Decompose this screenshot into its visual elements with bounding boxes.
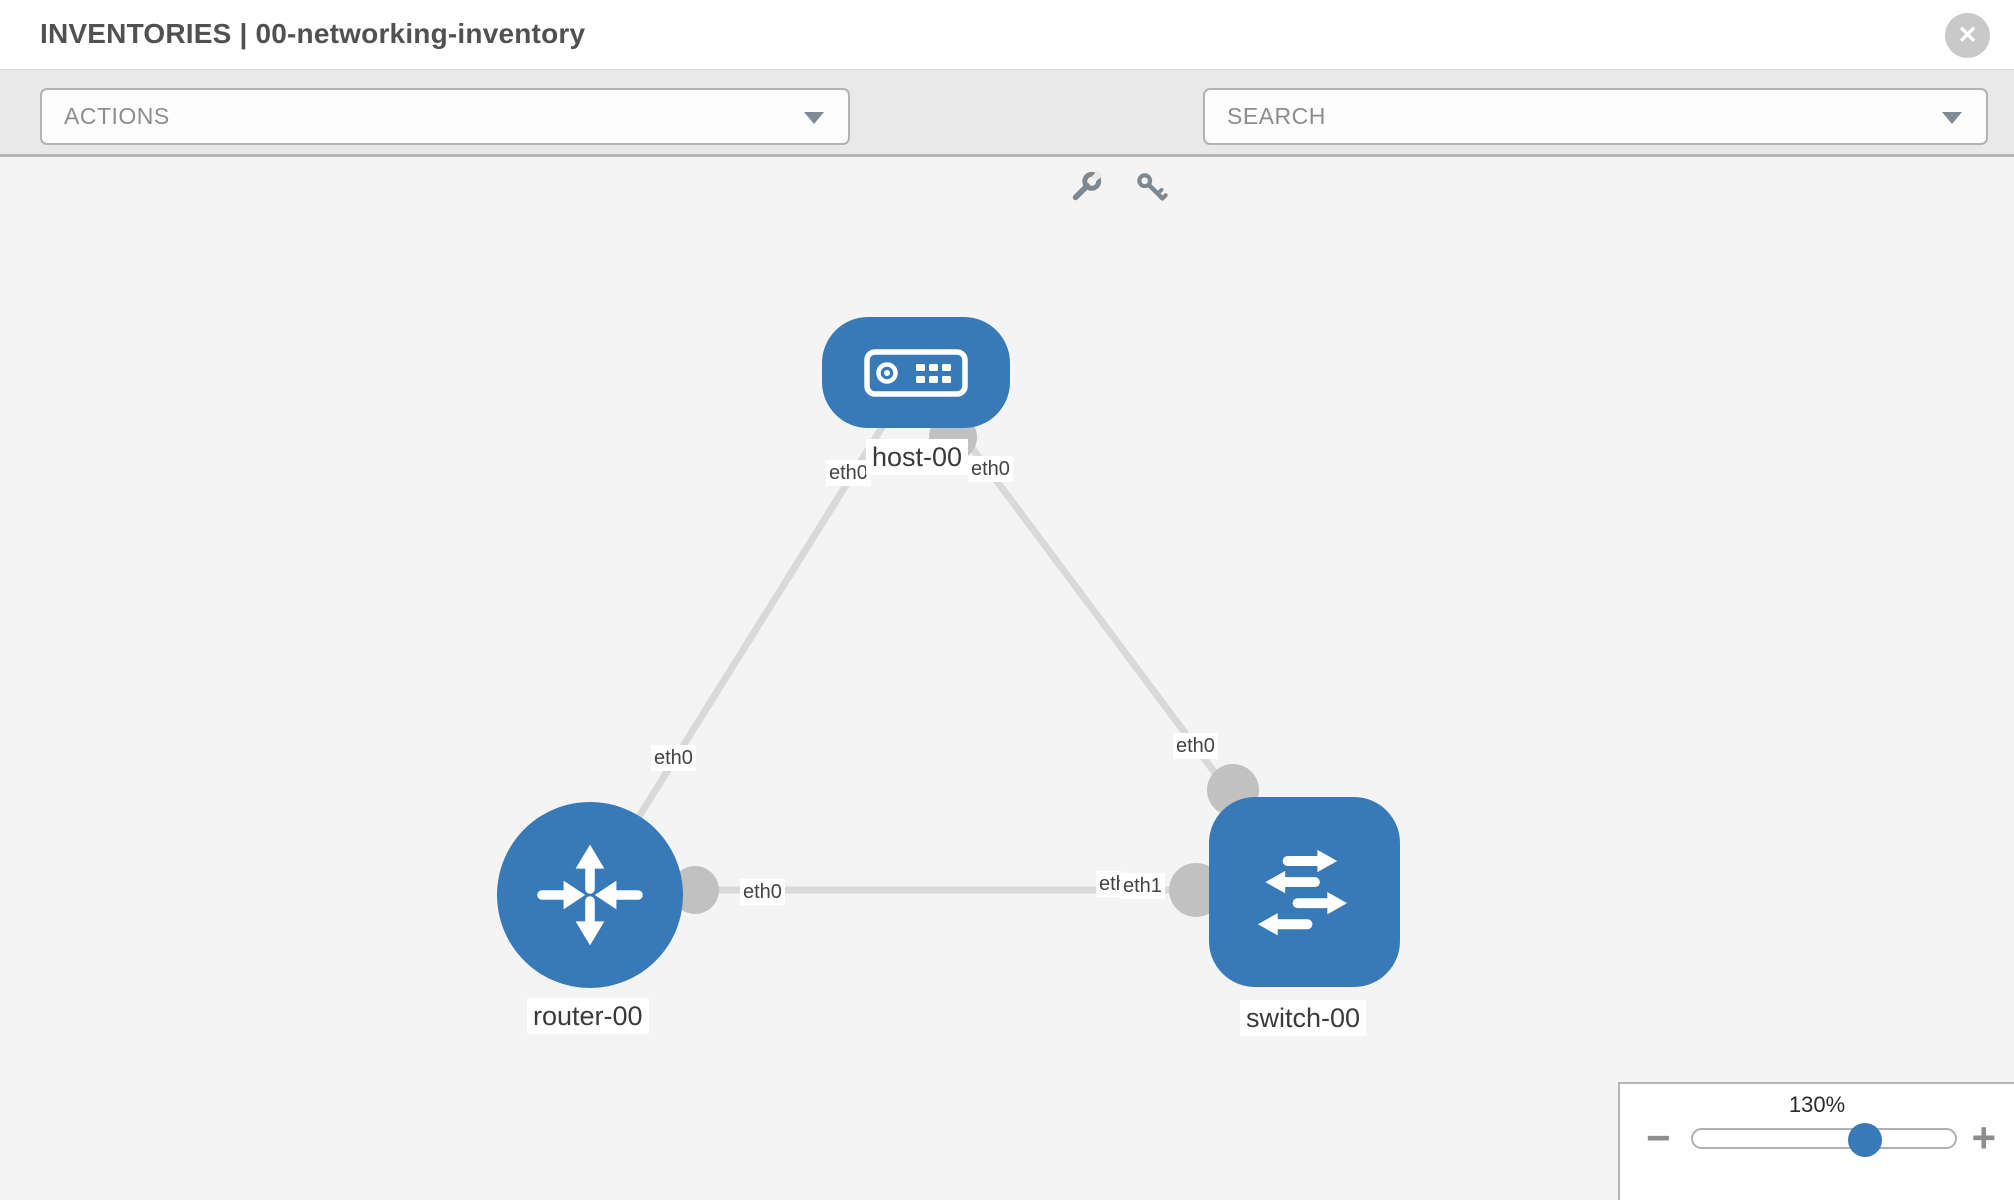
configure-tools-button[interactable] (1063, 166, 1107, 210)
interface-label-switch-left-under: eth0 (1096, 871, 1122, 897)
chevron-down-icon (1942, 111, 1962, 124)
zoom-slider-track[interactable] (1691, 1123, 1957, 1157)
interface-label-switch-top: eth0 (1173, 733, 1218, 759)
node-switch-00[interactable] (1209, 797, 1400, 987)
chevron-down-icon (804, 111, 824, 124)
interface-label-router-right: eth0 (740, 879, 785, 905)
wrench-icon (1072, 170, 1103, 201)
zoom-in-button[interactable]: + (1971, 1114, 1996, 1161)
host-icon (864, 348, 968, 397)
interface-label-router-top: eth0 (651, 745, 696, 771)
node-router-00[interactable] (497, 802, 683, 988)
zoom-out-button[interactable]: − (1646, 1114, 1671, 1161)
interface-label-switch-left: eth1 (1120, 873, 1165, 899)
toolbar: ACTIONS SEARCH (0, 70, 2014, 201)
panel-header: INVENTORIES | 00-networking-inventory ✕ (0, 0, 2014, 70)
switch-icon (1257, 849, 1347, 936)
node-label-switch: switch-00 (1240, 1000, 1367, 1036)
router-icon (537, 844, 643, 946)
key-icon (1137, 173, 1168, 201)
topology-links-layer (587, 370, 1307, 917)
node-label-router: router-00 (527, 998, 649, 1034)
search-dropdown[interactable]: SEARCH (1203, 88, 1988, 145)
key-credentials-button[interactable] (1130, 166, 1174, 210)
close-icon: ✕ (1957, 22, 1978, 49)
zoom-control-panel: 130% − + (1618, 1082, 2014, 1200)
actions-dropdown-label: ACTIONS (64, 103, 170, 129)
interface-label-host-left: eth0 (826, 460, 871, 486)
interface-label-host-right: eth0 (968, 456, 1013, 482)
search-placeholder: SEARCH (1227, 103, 1326, 129)
zoom-slider-thumb[interactable] (1848, 1123, 1882, 1157)
zoom-level-value: 130% (1788, 1092, 1846, 1117)
node-label-host: host-00 (866, 439, 969, 475)
topology-canvas[interactable]: host-00 router-00 switch-00 eth0 eth0 et… (0, 160, 2014, 1200)
node-host-00[interactable] (822, 317, 1010, 428)
page-title: INVENTORIES | 00-networking-inventory (40, 18, 586, 49)
actions-dropdown[interactable]: ACTIONS (40, 88, 850, 145)
port-router-eth0[interactable] (671, 866, 719, 914)
close-button[interactable]: ✕ (1945, 13, 1990, 58)
